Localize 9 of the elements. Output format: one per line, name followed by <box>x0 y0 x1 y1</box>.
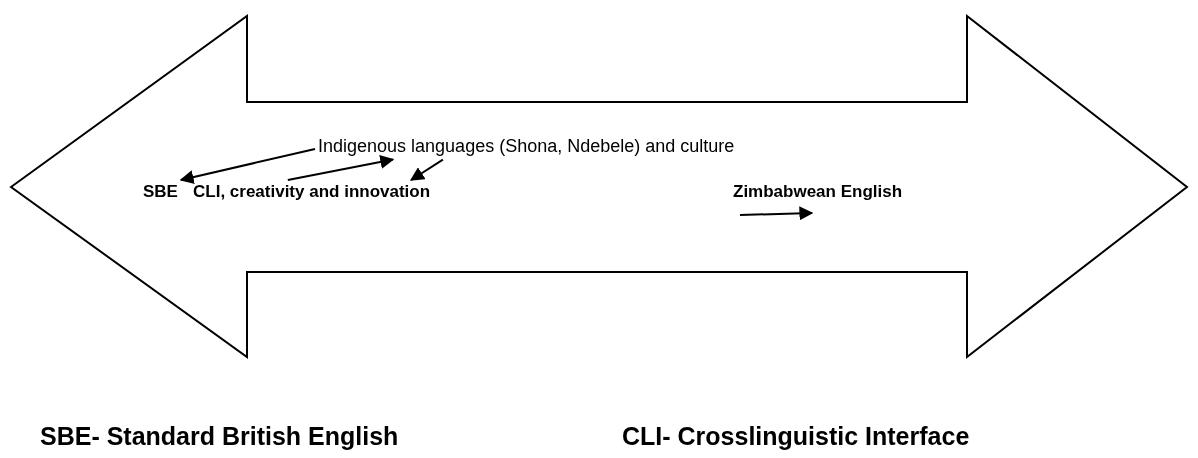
arrow <box>179 147 316 184</box>
arrow <box>286 155 395 181</box>
abbreviation-note: CLI- Crosslinguistic Interface <box>622 422 970 451</box>
arrow <box>409 158 444 181</box>
text-label: SBE <box>143 182 178 203</box>
text-label: Indigenous languages (Shona, Ndebele) and culture <box>318 136 735 158</box>
abbreviation-note: SBE- Standard British English <box>40 422 399 451</box>
text-label: Zimbabwean English <box>733 182 903 203</box>
text-label: CLI, creativity and innovation <box>193 182 431 203</box>
